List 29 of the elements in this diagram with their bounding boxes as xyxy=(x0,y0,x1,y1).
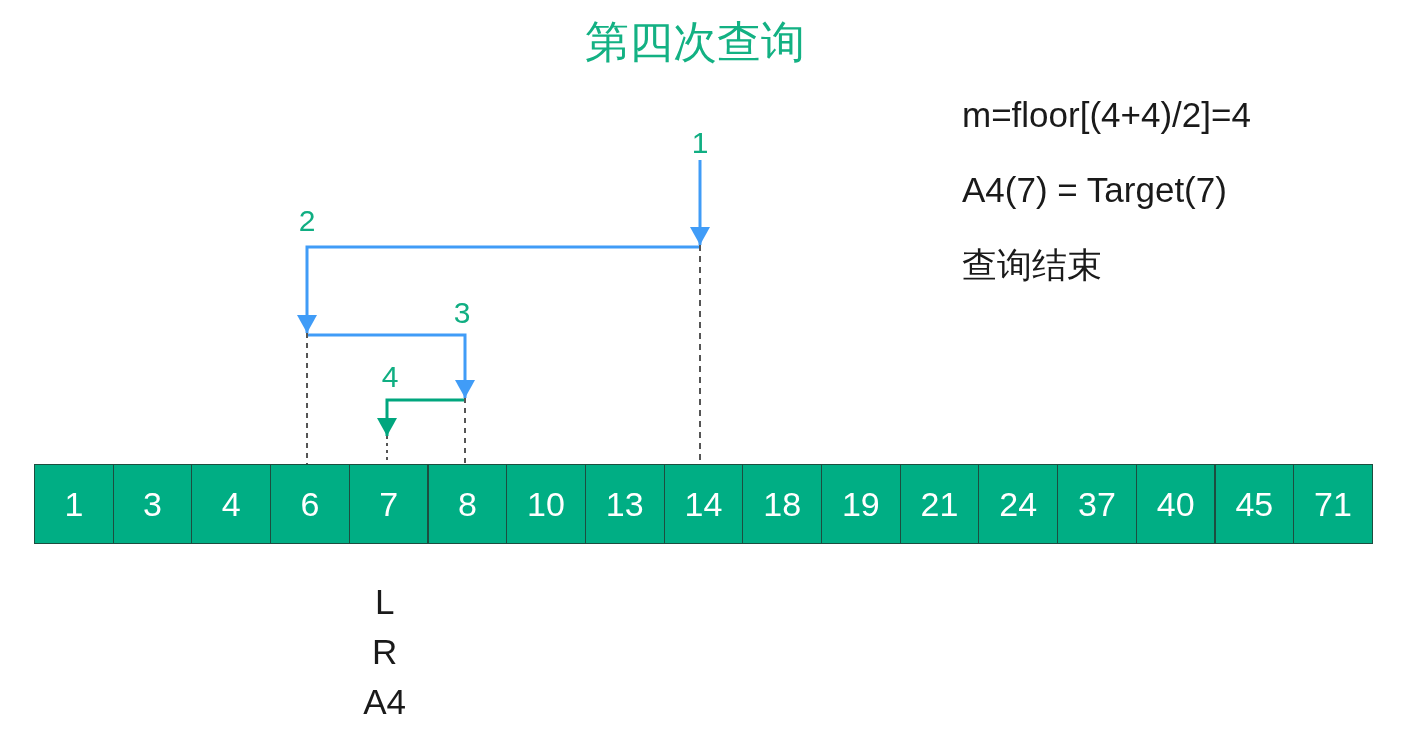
array-cell: 24 xyxy=(978,464,1059,544)
array-cell: 6 xyxy=(270,464,350,544)
title: 第四次查询 xyxy=(585,17,805,67)
array-cell: 18 xyxy=(742,464,822,544)
array-cell: 3 xyxy=(112,464,193,544)
array-cell: 1 xyxy=(34,464,114,544)
array-cell: 45 xyxy=(1214,464,1295,544)
pointer-label: A4 xyxy=(363,682,407,722)
arrow xyxy=(297,245,699,333)
note-text: A4(7) = Target(7) xyxy=(962,170,1227,210)
array-cell: 4 xyxy=(191,464,272,544)
array-cell: 40 xyxy=(1135,464,1216,544)
array-cell: 14 xyxy=(663,464,744,544)
array-cell: 8 xyxy=(427,464,508,544)
arrow xyxy=(308,333,475,398)
array-cell: 7 xyxy=(348,464,429,544)
array-cell: 13 xyxy=(584,464,665,544)
array-cell: 71 xyxy=(1293,464,1373,544)
dashed-line xyxy=(464,398,466,464)
array-cell: 19 xyxy=(821,464,901,544)
pointer-label: L xyxy=(374,582,395,622)
note-text: 查询结束 xyxy=(962,245,1102,285)
arrow xyxy=(690,160,710,245)
array-cell: 10 xyxy=(506,464,586,544)
arrow xyxy=(377,398,464,436)
array-cell: 37 xyxy=(1057,464,1137,544)
pointer-label: R xyxy=(372,632,398,672)
array-cell: 21 xyxy=(899,464,980,544)
note-text: m=floor[(4+4)/2]=4 xyxy=(962,95,1251,135)
